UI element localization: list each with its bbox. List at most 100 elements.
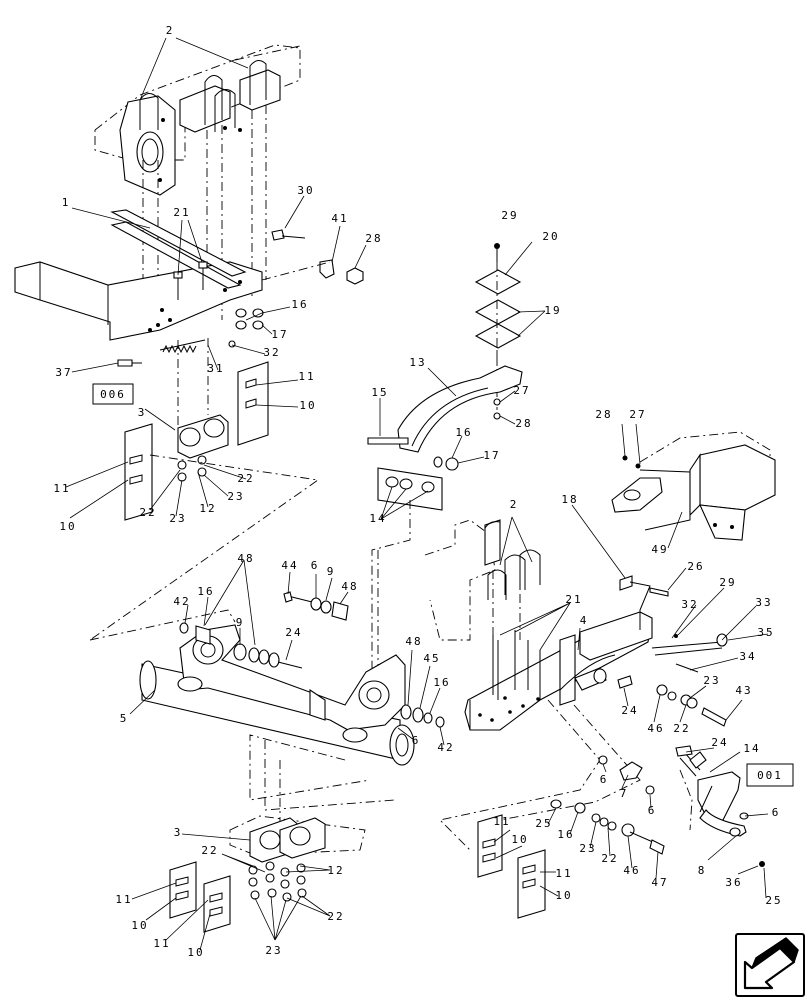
callout-10: 10 (299, 399, 316, 412)
callout-8: 8 (698, 864, 707, 877)
callout-16: 16 (455, 426, 472, 439)
pivot-tube-part-5 (89, 591, 445, 830)
callout-32: 32 (681, 598, 698, 611)
callout-24: 24 (621, 704, 638, 717)
callout-37: 37 (55, 366, 72, 379)
callout-16: 16 (433, 676, 450, 689)
callout-25: 25 (535, 817, 552, 830)
arm-assembly-part-8 (598, 745, 765, 867)
ref-box-001[interactable]: 001 (746, 763, 794, 787)
callout-30: 30 (297, 184, 314, 197)
callout-24: 24 (711, 736, 728, 749)
callout-22: 22 (201, 844, 218, 857)
callout-2: 2 (510, 498, 519, 511)
next-page-arrow-button[interactable] (735, 933, 805, 997)
callout-19: 19 (544, 304, 561, 317)
callout-3: 3 (174, 826, 183, 839)
callout-46: 46 (623, 864, 640, 877)
callout-13: 13 (409, 356, 426, 369)
callout-21: 21 (173, 206, 190, 219)
callout-45: 45 (423, 652, 440, 665)
bracket-part-49 (611, 431, 776, 541)
shim-stack-lower (477, 814, 546, 919)
callout-3: 3 (138, 406, 147, 419)
callout-28: 28 (595, 408, 612, 421)
callout-9: 9 (327, 565, 336, 578)
callout-9: 9 (236, 616, 245, 629)
callout-11: 11 (115, 893, 132, 906)
callout-11: 11 (153, 937, 170, 950)
ref-box-006[interactable]: 006 (92, 383, 134, 405)
callout-36: 36 (725, 876, 742, 889)
callout-1: 1 (62, 196, 71, 209)
callout-23: 23 (169, 512, 186, 525)
callout-41: 41 (331, 212, 348, 225)
callout-6: 6 (311, 559, 320, 572)
callout-42: 42 (173, 595, 190, 608)
callout-28: 28 (365, 232, 382, 245)
leader-lines (65, 37, 769, 951)
clamp-part-3-upper (89, 338, 320, 641)
shim-stack-upper (124, 361, 269, 521)
callout-5: 5 (120, 712, 129, 725)
callout-32: 32 (263, 346, 280, 359)
callout-22: 22 (139, 506, 156, 519)
callout-48: 48 (237, 552, 254, 565)
callout-48: 48 (405, 635, 422, 648)
callout-6: 6 (772, 806, 781, 819)
callout-34: 34 (739, 650, 756, 663)
callout-10: 10 (511, 833, 528, 846)
callout-43: 43 (735, 684, 752, 697)
callout-23: 23 (265, 944, 282, 957)
callout-4: 4 (580, 614, 589, 627)
callout-23: 23 (703, 674, 720, 687)
callout-47: 47 (651, 876, 668, 889)
clamp-part-3-lower (169, 815, 366, 933)
callout-17: 17 (483, 449, 500, 462)
callout-23: 23 (579, 842, 596, 855)
callout-14: 14 (369, 512, 386, 525)
callout-11: 11 (298, 370, 315, 383)
callout-11: 11 (53, 482, 70, 495)
callout-31: 31 (207, 362, 224, 375)
callout-11: 11 (555, 867, 572, 880)
callout-49: 49 (651, 543, 668, 556)
callout-27: 27 (629, 408, 646, 421)
callout-14: 14 (743, 742, 760, 755)
ref-box-006-label: 006 (100, 388, 126, 401)
callout-20: 20 (542, 230, 559, 243)
callout-48: 48 (341, 580, 358, 593)
lever-assembly-part-13 (367, 243, 523, 690)
callout-28: 28 (515, 417, 532, 430)
callout-2: 2 (166, 24, 175, 37)
callout-29: 29 (719, 576, 736, 589)
callout-17: 17 (271, 328, 288, 341)
ref-box-001-label: 001 (757, 769, 783, 782)
callout-22: 22 (601, 852, 618, 865)
callout-22: 22 (327, 910, 344, 923)
callout-21: 21 (565, 593, 582, 606)
callout-12: 12 (199, 502, 216, 515)
callout-6: 6 (412, 734, 421, 747)
frame-bracket-part-1 (14, 209, 364, 367)
callout-35: 35 (757, 626, 774, 639)
next-page-arrow-icon (743, 937, 799, 990)
callout-16: 16 (557, 828, 574, 841)
callout-16: 16 (291, 298, 308, 311)
callout-22: 22 (673, 722, 690, 735)
callout-12: 12 (327, 864, 344, 877)
callout-11: 11 (493, 815, 510, 828)
callout-24: 24 (285, 626, 302, 639)
callout-6: 6 (600, 773, 609, 786)
callout-26: 26 (687, 560, 704, 573)
callout-10: 10 (555, 889, 572, 902)
mounting-plate-assembly (424, 519, 728, 851)
callout-18: 18 (561, 493, 578, 506)
callout-10: 10 (187, 946, 204, 959)
callout-46: 46 (647, 722, 664, 735)
callout-16: 16 (197, 585, 214, 598)
callout-25: 25 (765, 894, 782, 907)
callout-44: 44 (281, 559, 298, 572)
